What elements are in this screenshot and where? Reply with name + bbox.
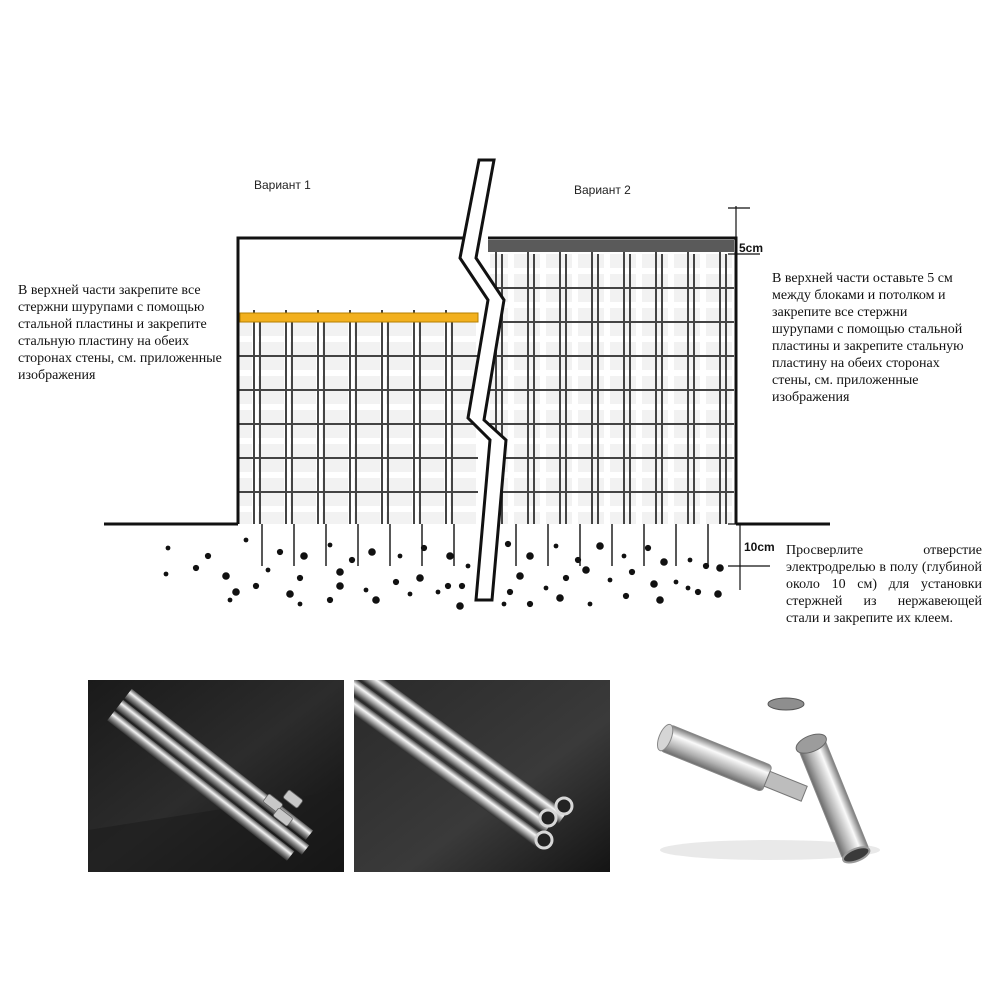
ground-particle [420, 544, 428, 552]
ground-particle [562, 574, 570, 582]
ground-particle [163, 571, 169, 577]
ground-particle [296, 574, 304, 582]
ground-particle [587, 601, 593, 607]
ground-particle [526, 600, 534, 608]
variant2-wall [488, 236, 738, 524]
variant1-wall [236, 236, 479, 524]
variant2-label: Вариант 2 [574, 183, 631, 197]
ground-particle [336, 568, 344, 576]
ground-particle [392, 578, 400, 586]
dimension-10cm-marks [728, 523, 770, 590]
ground-particle [300, 552, 308, 560]
ground-particle [458, 582, 466, 590]
ground-particle [702, 562, 710, 570]
ground-particle [165, 545, 171, 551]
ground-particle [276, 548, 284, 556]
note-drill: Просверлите отверстие электродрелью в по… [786, 543, 982, 626]
note-variant1: В верхней части закрепите все стержни шу… [18, 283, 222, 383]
connector-parts-photo [630, 680, 900, 872]
ground-particle [694, 588, 702, 596]
ground-particle [435, 589, 441, 595]
ground-particle [348, 556, 356, 564]
ground-particle [232, 588, 240, 596]
ground-particle [297, 601, 303, 607]
ground-particle [607, 577, 613, 583]
ground-particle [660, 558, 668, 566]
ground-particle [446, 552, 454, 560]
ground-particle [327, 542, 333, 548]
dimension-10cm-label: 10cm [744, 540, 775, 554]
ground-particle [543, 585, 549, 591]
ground-particle [574, 556, 582, 564]
ground-particle [286, 590, 294, 598]
wall-break-gap [458, 158, 508, 602]
variant1-label: Вариант 1 [254, 178, 311, 192]
installation-diagram [104, 158, 830, 610]
ground-particle [628, 568, 636, 576]
ground-particle [644, 544, 652, 552]
ground-particle [687, 557, 693, 563]
ground-particle [407, 591, 413, 597]
ground-particle [621, 553, 627, 559]
ground-particle [714, 590, 722, 598]
ground-particle [363, 587, 369, 593]
ground-particle [372, 596, 380, 604]
gray-steel-plate [488, 240, 734, 252]
ground-particle [506, 588, 514, 596]
ground-particle [397, 553, 403, 559]
ground-particle [556, 594, 564, 602]
ground-particle [501, 601, 507, 607]
ground-particle [526, 552, 534, 560]
ground-particle [622, 592, 630, 600]
ground-particle [656, 596, 664, 604]
ground-particle [685, 585, 691, 591]
ground-particle [265, 567, 271, 573]
ground-particle [336, 582, 344, 590]
ground-particle [204, 552, 212, 560]
ground-particle [516, 572, 524, 580]
ground-particle [465, 563, 471, 569]
hollow-rods-photo [354, 680, 610, 872]
yellow-steel-plate [239, 312, 479, 323]
ground-particle [650, 580, 658, 588]
ground-particle [456, 602, 464, 610]
ground-particle [553, 543, 559, 549]
dimension-5cm-label: 5cm [739, 241, 764, 255]
ground-particle [596, 542, 604, 550]
ground-particle [192, 564, 200, 572]
note-variant2: В верхней части оставьте 5 см между блок… [772, 271, 964, 405]
ground-particle [444, 582, 452, 590]
threaded-rods-photo [88, 680, 344, 872]
ground-particle [222, 572, 230, 580]
ground-particle [368, 548, 376, 556]
ground-particle [252, 582, 260, 590]
ground-particle [716, 564, 724, 572]
ground-particle [582, 566, 590, 574]
ground-particle [673, 579, 679, 585]
ground-particle [326, 596, 334, 604]
ground-particle [504, 540, 512, 548]
ground-particle [243, 537, 249, 543]
ground-particle [416, 574, 424, 582]
ground-particle [227, 597, 233, 603]
dimension-5cm-marks [728, 206, 760, 255]
